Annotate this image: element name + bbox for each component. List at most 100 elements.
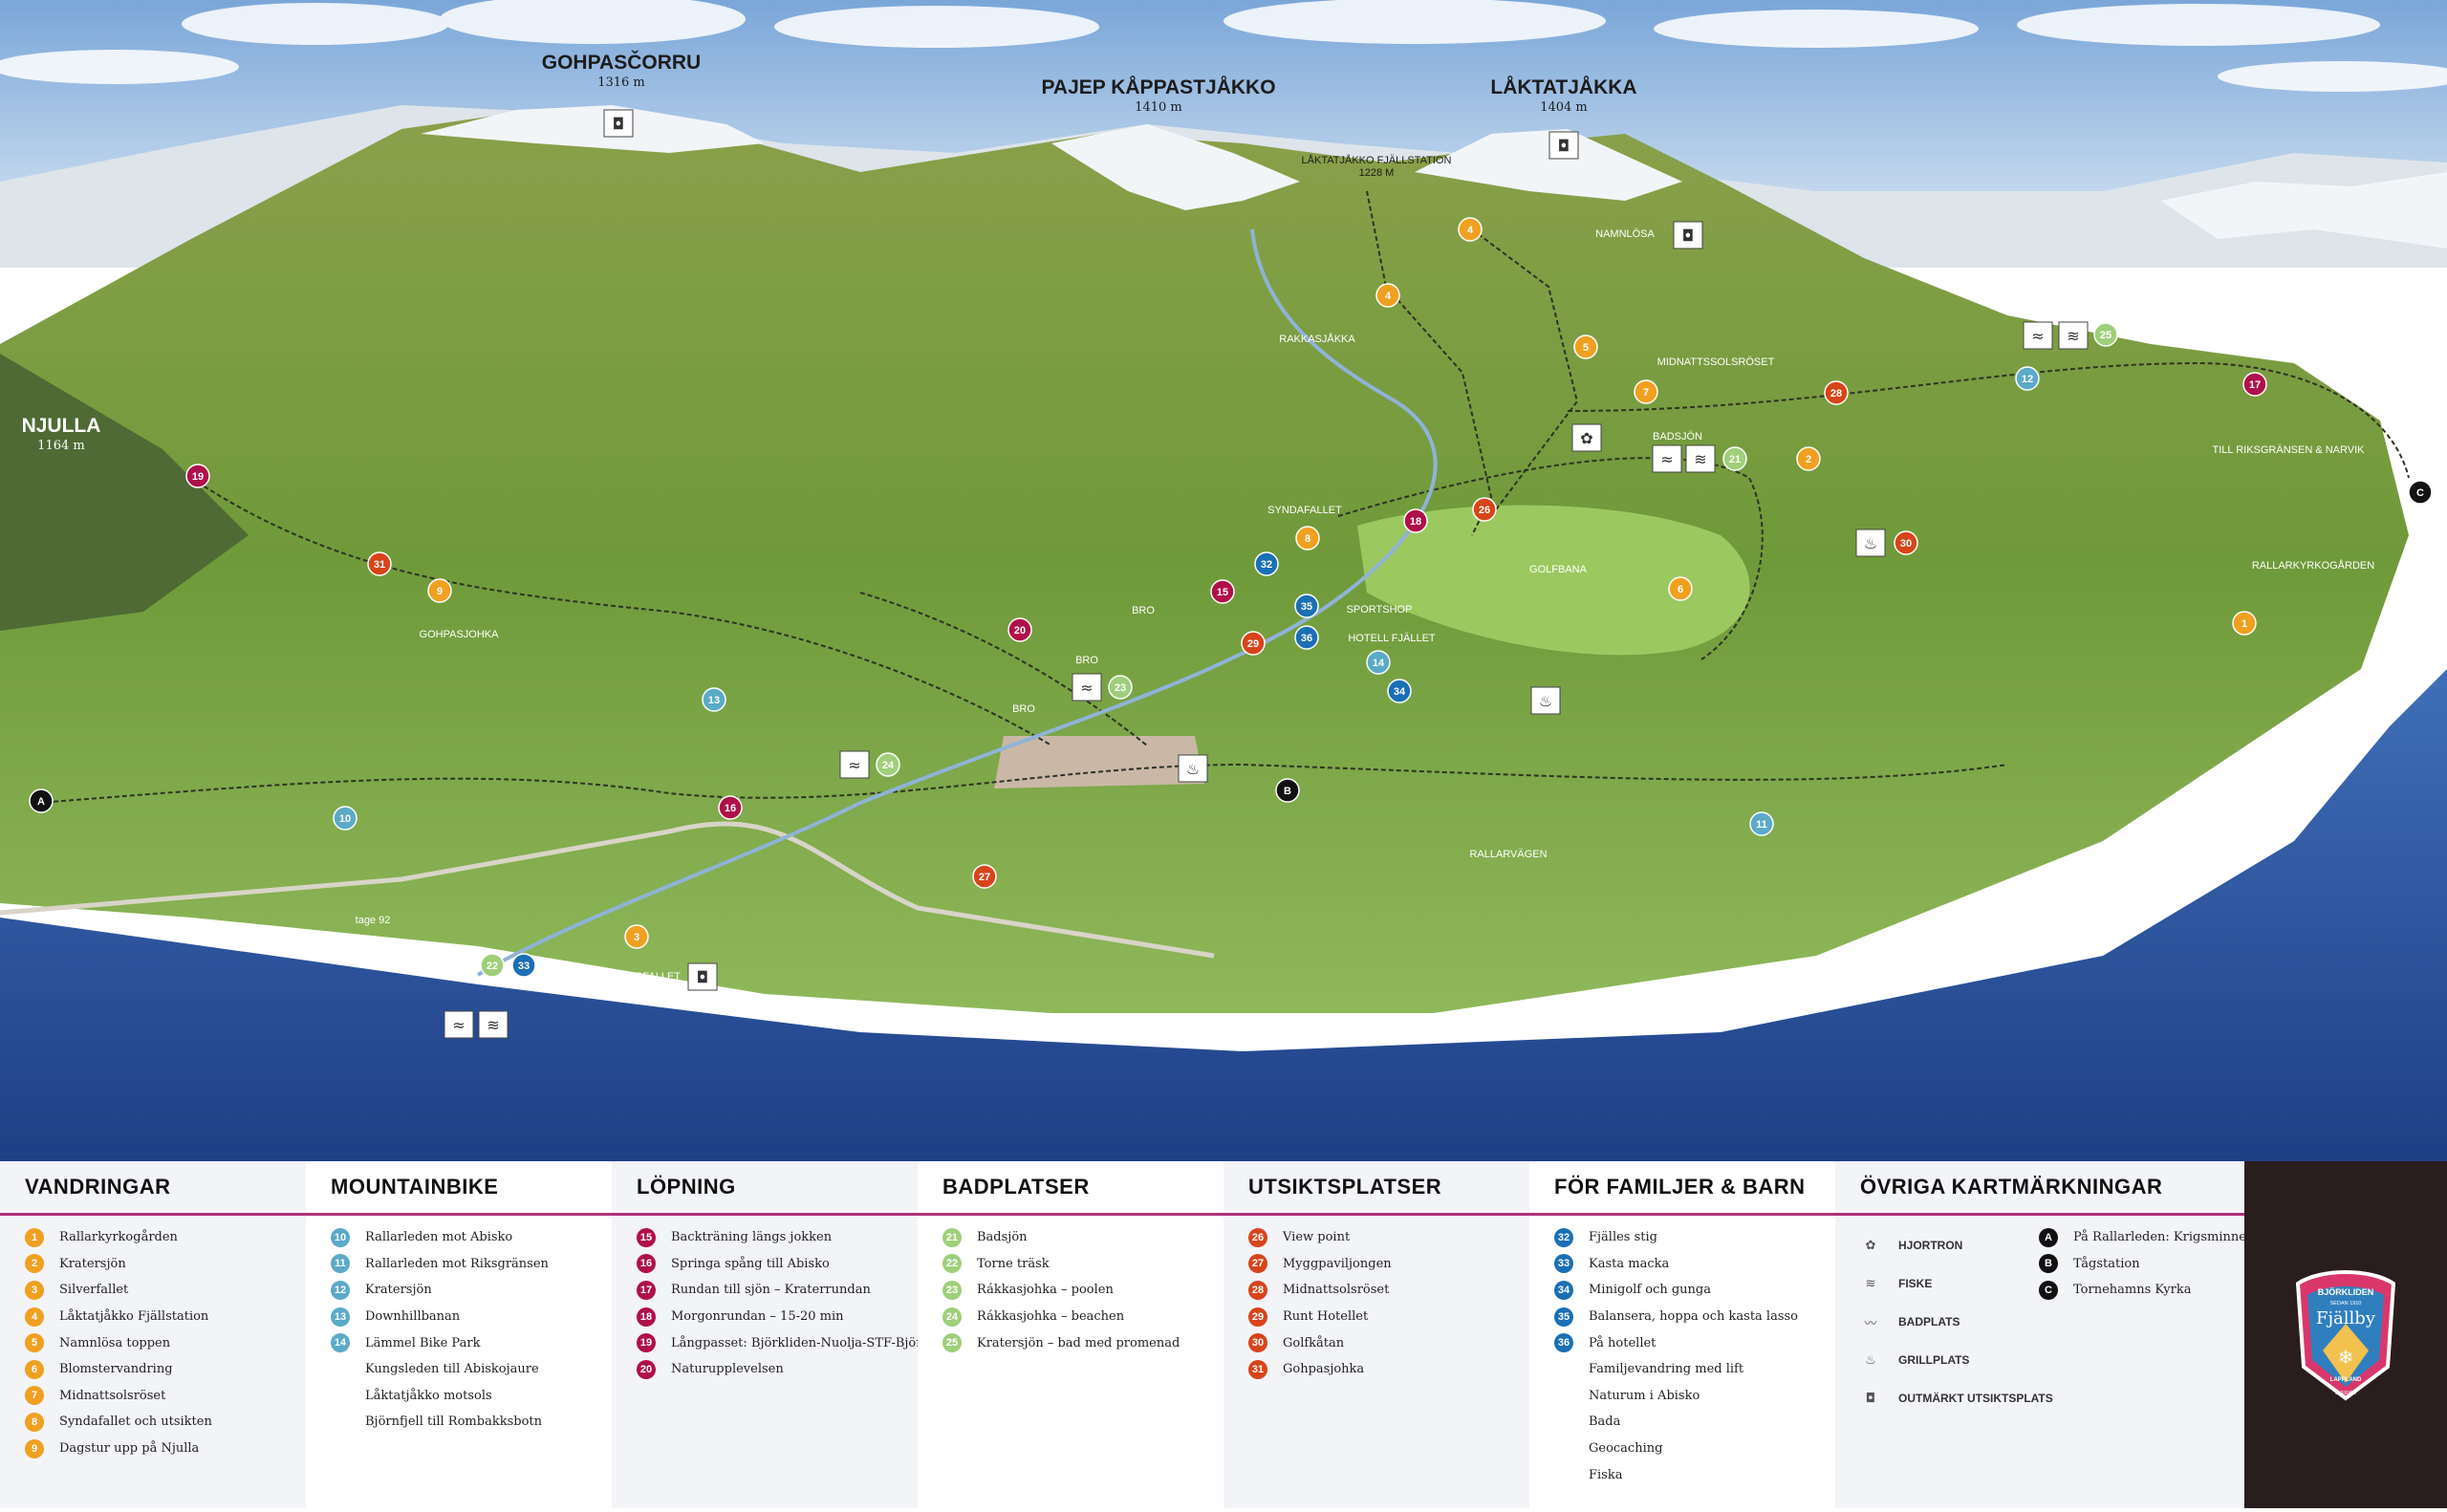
legend-number-badge: 27 [1248, 1254, 1267, 1274]
legend-number-badge [1554, 1413, 1573, 1432]
route-marker: 4 [1375, 283, 1400, 308]
legend-item-label: Rákkasjohka – beachen [977, 1309, 1125, 1325]
legend-number-badge: 24 [942, 1307, 962, 1327]
rakkasjohka-river [476, 228, 1438, 977]
marker-circle [2242, 372, 2267, 397]
legend-number-badge: 10 [331, 1227, 350, 1247]
legend-number-badge [331, 1386, 350, 1405]
marker-circle [1294, 625, 1319, 650]
legend-symbol-item: ✿HJORTRON [1860, 1226, 2053, 1264]
place-label: RALLARKYRKOGÅRDEN [2252, 559, 2374, 572]
legend-item-label: Namnlösa toppen [59, 1335, 171, 1350]
legend-number-badge [331, 1360, 350, 1379]
legend-number-badge: 7 [25, 1386, 44, 1406]
grill-icon: ♨ [1530, 686, 1561, 715]
waves-icon: ≈ [2023, 321, 2053, 350]
logo-sub: Fjällby [2316, 1308, 2376, 1328]
place-label: TILL RIKSGRÄNSEN & NARVIK [2213, 444, 2366, 456]
legend-number-badge: 2 [25, 1254, 44, 1274]
peak-elevation: 1164 m [37, 439, 85, 453]
pictogram-glyph: ≈ [1080, 679, 1093, 697]
legend-symbol-item: ≋FISKE [1860, 1264, 2053, 1303]
camera-icon: ◘ [1673, 221, 1703, 249]
legend-item: Kungsleden till Abiskojaure [331, 1356, 549, 1383]
peak-elevation: 1316 m [597, 76, 645, 90]
marker-circle [1573, 335, 1598, 359]
place-label: SYNDAFALLET [1267, 505, 1342, 516]
legend-item-label: Dagstur upp på Njulla [59, 1441, 200, 1457]
marker-number: 19 [192, 471, 204, 483]
pictogram-box [2058, 321, 2089, 350]
peak-labels: GOHPASČORRU 1316 m PAJEP KÅPPASTJÅKKO 14… [22, 51, 1637, 453]
legend-symbol-label: OUTMÄRKT UTSIKTSPLATS [1898, 1392, 2053, 1405]
route-marker: 21 [1722, 446, 1747, 471]
peak-name: GOHPASČORRU [542, 51, 701, 74]
lake-torne-trask [0, 669, 2447, 1161]
legend-number-badge [1554, 1360, 1573, 1379]
marker-number: 14 [1373, 658, 1385, 669]
place-label: LÅKTATJÅKKO FJÄLLSTATION [1302, 154, 1452, 166]
marker-number: 23 [1115, 682, 1126, 694]
legend-item-label: Rallarleden mot Riksgränsen [365, 1256, 549, 1271]
pictogram-glyph: ◘ [1682, 227, 1695, 245]
marker-circle [333, 806, 357, 831]
waves-icon: ≈ [1072, 673, 1102, 702]
legend-number-badge: 25 [942, 1333, 962, 1353]
pictogram-box [1072, 673, 1102, 702]
pictogram-glyph: ≋ [2067, 327, 2079, 345]
marker-circle [1366, 650, 1391, 675]
marker-number: 6 [1678, 584, 1683, 595]
route-marker: 16 [718, 795, 743, 820]
legend-item: 24 Rákkasjohka – beachen [942, 1304, 1180, 1330]
marker-number: C [2416, 487, 2424, 499]
letter-marker: C [2408, 480, 2433, 505]
legend-symbol-item: ◘OUTMÄRKT UTSIKTSPLATS [1860, 1379, 2053, 1417]
marker-circle [972, 864, 997, 889]
logo-name: BJÖRKLIDEN [2318, 1287, 2374, 1297]
legend-letter-badge: C [2039, 1280, 2058, 1300]
legend-item-label: Familjevandring med lift [1589, 1362, 1744, 1377]
fish-icon: ≋ [1865, 1276, 1876, 1291]
route-marker: 28 [1824, 380, 1849, 405]
route-marker: 5 [1573, 335, 1598, 359]
marker-number: 16 [725, 803, 736, 814]
legend-number-badge: 20 [637, 1359, 656, 1379]
route-marker: 18 [1403, 508, 1428, 533]
legend-item-label: Downhillbanan [365, 1309, 461, 1325]
route-marker: 8 [1295, 526, 1320, 551]
legend-item-label: Balansera, hoppa och kasta lasso [1589, 1309, 1799, 1325]
marker-circle [624, 924, 649, 949]
pictogram-glyph: ≈ [452, 1016, 465, 1034]
legend-letter-label: Tågstation [2073, 1256, 2140, 1271]
route-marker: 2 [1796, 446, 1821, 471]
marker-circle [1749, 811, 1774, 836]
pictogram-glyph: ♨ [1539, 692, 1552, 710]
fish-icon: ≋ [2058, 321, 2089, 350]
pictogram-box [1178, 754, 1208, 783]
legend-number-badge: 5 [25, 1333, 44, 1353]
rallarvagen-road [0, 821, 1215, 959]
legend-number-badge: 31 [1248, 1359, 1267, 1379]
legend-number-badge: 26 [1248, 1227, 1267, 1247]
pictogram-glyph: ≋ [487, 1016, 499, 1034]
marker-circle [1375, 283, 1400, 308]
legend-number-badge: 23 [942, 1280, 962, 1300]
